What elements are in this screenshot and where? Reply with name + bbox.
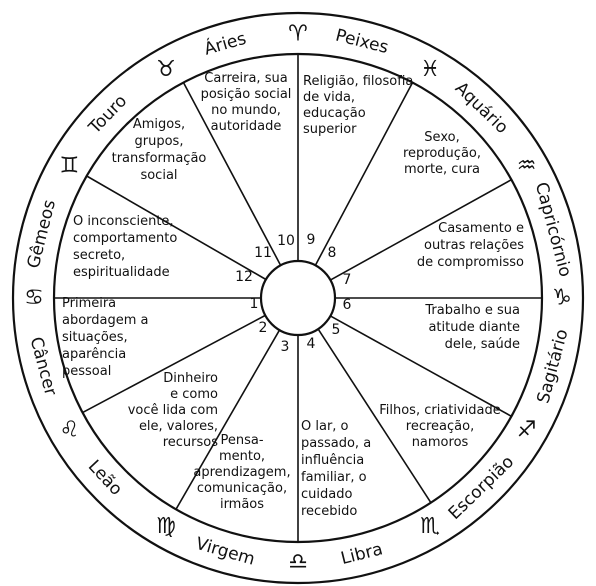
house-2-text-line: você lida com [128,403,218,418]
house-4-text-line: influência [301,453,364,468]
sign-glyph-icon-7: ♎ [288,550,308,575]
house-number-6: 6 [343,297,352,313]
house-4-text-line: recebido [301,504,357,519]
sign-name-4: Capricórnio [531,180,575,279]
house-4-text-line: passado, a [301,436,371,451]
house-number-7: 7 [343,272,352,288]
house-descriptions: Primeira abordagem a situações, aparência pe… [62,71,524,519]
spoke-6 [86,175,267,281]
sign-name-12: Touro [84,91,131,138]
house-dividers [54,54,542,542]
sign-glyph-icon-10: ♋ [24,286,44,311]
sign-glyph-icon-11: ♊ [60,154,80,179]
sign-glyph-icon-12: ♉ [156,57,176,82]
house-7-text-line: outras relações [424,238,524,253]
house-2-text-line: ele, valores, [139,419,218,434]
house-4-text-line: cuidado [301,487,352,502]
house-4-text-line: familiar, o [301,470,367,485]
sign-glyph-icon-4: ♑ [552,286,572,311]
house-1-text-line: Primeira [62,296,116,311]
sign-glyph-icon-6: ♏ [420,514,440,539]
house-7-text-line: de compromisso [417,255,524,270]
sign-name-7: Libra [339,539,385,569]
house-number-1: 1 [250,296,259,312]
sign-name-3: Aquário [451,78,512,138]
spoke-5 [182,82,282,266]
house-10-text-line: posição social [201,87,292,102]
sign-name-10: Câncer [26,335,61,398]
spoke-3 [314,82,414,266]
house-number-3: 3 [281,339,290,355]
house-number-5: 5 [332,322,341,338]
house-12-text-line: espiritualidade [73,265,170,280]
house-3-text-line: Pensa- [220,433,263,448]
house-6-text-line: Trabalho e sua [424,303,520,318]
sign-glyph-icon-8: ♍ [156,514,176,539]
house-12-text-line: comportamento [73,231,177,246]
house-6-text-line: dele, saúde [445,337,520,352]
house-7-text-line: Casamento e [438,221,524,236]
house-2-text-line: e como [170,387,218,402]
house-3-text-line: irmãos [220,497,264,512]
spoke-9 [175,329,281,510]
house-number-9: 9 [307,232,316,248]
house-8-text-line: morte, cura [404,162,480,177]
house-3-text-line: mento, [219,449,265,464]
house-11-text-line: grupos, [135,134,184,149]
house-number-2: 2 [259,320,268,336]
house-4-text-line: O lar, o [301,419,349,434]
house-10-text-line: no mundo, [211,103,281,118]
house-5-text-line: namoros [412,435,469,450]
house-number-11: 11 [254,245,272,261]
house-number-10: 10 [277,233,295,249]
sign-name-8: Virgem [193,534,257,570]
house-9-text-line: Religião, filosofia [303,74,413,89]
house-1-text-line: pessoal [62,364,111,379]
house-11-text-line: transformação [112,151,207,166]
house-11-text-line: Amigos, [133,117,185,132]
sign-name-11: Gêmeos [24,198,60,271]
house-12-text-line: O inconsciente, [73,214,174,229]
house-8-text-line: Sexo, [424,130,459,145]
spoke-2 [329,179,512,281]
house-3-text-line: aprendizagem, [193,465,290,480]
house-12-text-line: secreto, [73,248,125,263]
sign-glyph-icon-9: ♌ [60,418,80,443]
house-2-text-line: recursos [163,435,219,450]
house-number-12: 12 [235,269,253,285]
sign-name-6: Escorpião [445,452,518,524]
house-10-text-line: Carreira, sua [204,71,287,86]
house-9-text-line: superior [303,122,357,137]
house-8-text-line: reprodução, [403,146,481,161]
house-1-text-line: aparência [62,347,126,362]
house-11-text-line: social [140,168,177,183]
house-9-text-line: educação [303,106,366,121]
sign-glyph-icon-2: ♓ [420,57,440,82]
sign-glyph-icon-5: ♐ [517,418,537,443]
sign-name-1: Áries [201,27,248,60]
house-1-text-line: abordagem a [62,313,149,328]
house-5-text-line: Filhos, criatividade [379,403,501,418]
spoke-8 [82,314,266,414]
house-number-8: 8 [328,245,337,261]
house-1-text-line: situações, [62,330,128,345]
house-5-text-line: recreação, [406,419,474,434]
outer-ring [11,11,585,585]
house-2-text-line: Dinheiro [163,371,218,386]
house-9-text-line: de vida, [303,90,355,105]
house-3-text-line: comunicação, [197,481,287,496]
spoke-12 [329,315,512,417]
spoke-11 [317,328,432,504]
center-circle [259,259,337,337]
sign-name-2: Peixes [333,26,390,58]
house-number-4: 4 [307,336,316,352]
house-10-text-line: autoridade [211,119,282,134]
house-6-text-line: atitude diante [428,320,520,335]
sign-glyph-icon-3: ♒ [517,154,537,179]
sign-glyph-icon-1: ♈ [288,22,308,47]
